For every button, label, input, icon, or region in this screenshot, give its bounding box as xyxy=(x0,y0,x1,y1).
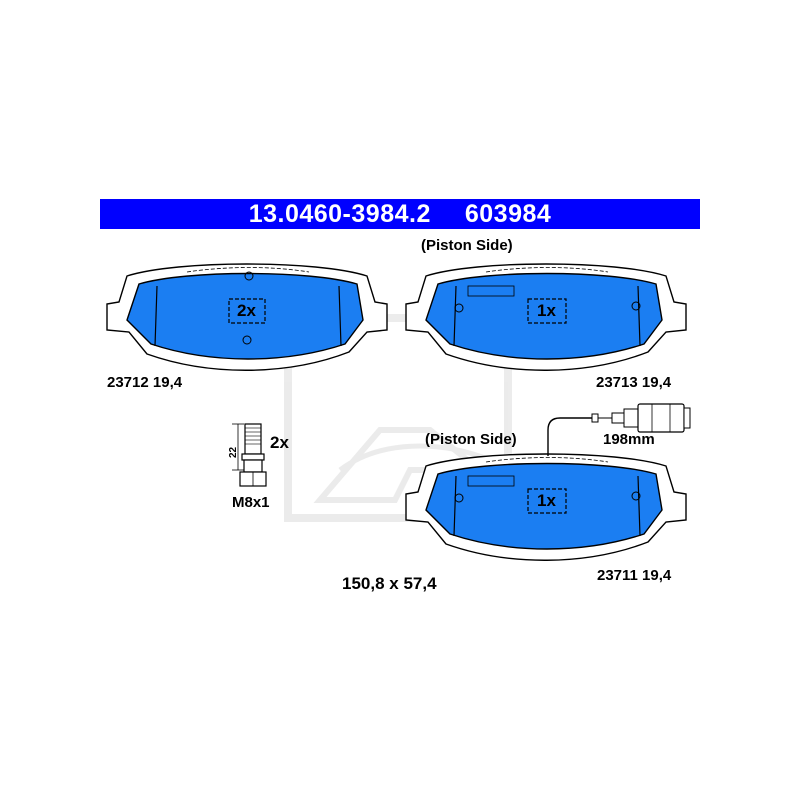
brake-pad-top-right xyxy=(405,263,687,371)
sensor-length-label: 198mm xyxy=(603,431,655,448)
part-number-header: 13.0460-3984.2 603984 xyxy=(100,199,700,229)
part-code: 603984 xyxy=(464,199,552,228)
bolt-icon xyxy=(232,423,267,487)
piston-side-label: (Piston Side) xyxy=(421,237,513,254)
bolt-thread-label: M8x1 xyxy=(232,494,270,511)
pad-dimensions-label: 150,8 x 57,4 xyxy=(342,574,437,593)
brake-pad-top-left xyxy=(106,263,388,371)
bolt-length-label: 22 xyxy=(228,446,239,458)
brake-pad-bottom-right xyxy=(405,453,687,561)
part-number: 13.0460-3984.2 xyxy=(248,199,431,228)
pad-part-label: 23711 19,4 xyxy=(597,567,672,584)
pad-quantity-label: 1x xyxy=(537,301,556,320)
bolt-quantity-label: 2x xyxy=(270,433,289,452)
wear-sensor-cable xyxy=(547,403,691,456)
pad-quantity-label: 1x xyxy=(537,491,556,510)
pad-part-label: 23713 19,4 xyxy=(596,374,672,391)
pad-part-label: 23712 19,4 xyxy=(107,374,183,391)
pad-quantity-label: 2x xyxy=(237,301,256,320)
piston-side-label: (Piston Side) xyxy=(425,431,517,448)
